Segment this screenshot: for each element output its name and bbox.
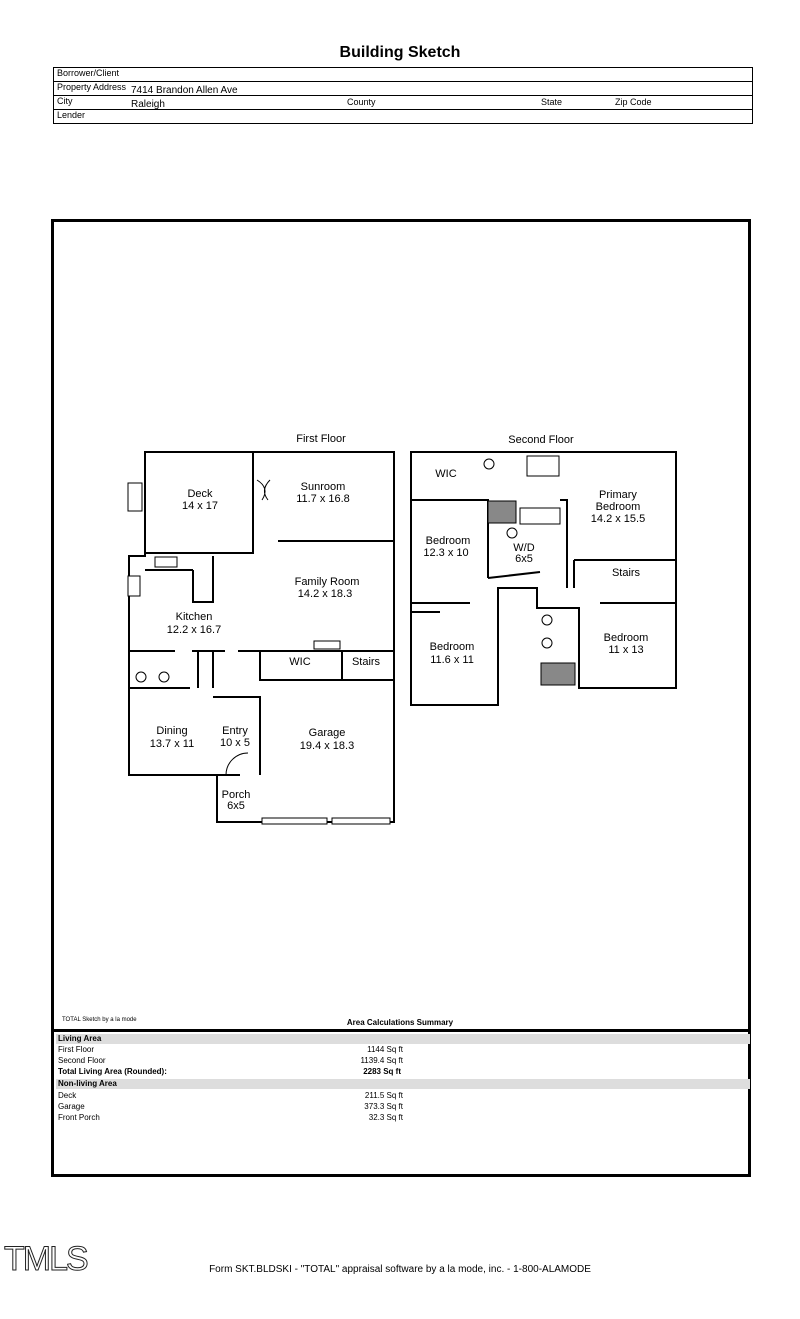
living-row-value: 1139.4 Sq ft <box>360 1056 403 1065</box>
nonliving-row-value: 211.5 Sq ft <box>364 1091 403 1100</box>
room-dims: 19.4 x 18.3 <box>300 740 354 752</box>
shower-2 <box>540 662 576 686</box>
room-name: Primary <box>599 489 637 501</box>
living-row-label: First Floor <box>58 1045 94 1054</box>
page-title: Building Sketch <box>339 44 461 61</box>
counter-wall <box>192 556 214 603</box>
city-label: City <box>57 96 73 106</box>
sketch-credit: TOTAL Sketch by a la mode <box>62 1017 137 1023</box>
city-row: City Raleigh County State Zip Code <box>53 95 753 110</box>
room-name: WIC <box>289 656 310 668</box>
washer <box>506 527 518 539</box>
appliance-1 <box>127 482 143 512</box>
wd-wall <box>487 500 568 588</box>
room-dims: 11.7 x 16.8 <box>296 493 350 505</box>
zip-label: Zip Code <box>615 97 652 107</box>
sunroom-door <box>256 479 271 501</box>
address-value: 7414 Brandon Allen Ave <box>131 85 238 96</box>
first-floor-label: First Floor <box>296 433 346 445</box>
address-label: Property Address <box>57 82 127 92</box>
sketch-frame <box>51 219 751 1177</box>
summary-divider <box>53 1029 751 1032</box>
room-name: Kitchen <box>176 611 213 623</box>
room-name: WIC <box>435 468 456 480</box>
room-name: Stairs <box>612 567 641 579</box>
nonliving-row-label: Front Porch <box>58 1113 100 1122</box>
room-name: Bedroom <box>596 501 641 513</box>
second-floor-label: Second Floor <box>508 434 574 446</box>
sink-2 <box>541 637 553 649</box>
wic-bedroom-wall <box>411 499 489 578</box>
room-name: Family Room <box>295 576 360 588</box>
form-footer: Form SKT.BLDSKI - "TOTAL" appraisal soft… <box>209 1264 591 1275</box>
room-name: Dining <box>156 725 187 737</box>
city-value: Raleigh <box>131 99 165 110</box>
room-dims: 13.7 x 11 <box>150 738 194 750</box>
living-area-header: Living Area <box>56 1034 750 1044</box>
county-label: County <box>347 97 376 107</box>
bedroom-wall <box>411 602 676 613</box>
vanity <box>519 507 561 525</box>
room-dims: 6x5 <box>515 553 533 565</box>
nonliving-area-header: Non-living Area <box>56 1079 750 1089</box>
room-name: Deck <box>187 488 213 500</box>
nonliving-row-value: 373.3 Sq ft <box>364 1102 403 1111</box>
borrower-label: Borrower/Client <box>57 68 120 78</box>
room-name: Bedroom <box>430 641 475 653</box>
kitchen-sink <box>154 556 178 568</box>
toilet-2 <box>483 458 495 470</box>
room-name: Entry <box>222 725 248 737</box>
lender-row: Lender <box>53 109 753 124</box>
room-name: Garage <box>309 727 346 739</box>
room-name: Bedroom <box>604 632 649 644</box>
shower-1 <box>487 500 517 524</box>
nonliving-row-value: 32.3 Sq ft <box>368 1113 403 1122</box>
toilet-1 <box>135 671 147 683</box>
fireplace <box>313 640 341 650</box>
room-dims: 14 x 17 <box>182 500 218 512</box>
room-name: Sunroom <box>301 481 346 493</box>
summary-title: Area Calculations Summary <box>346 1018 454 1027</box>
deck-wall <box>145 452 254 554</box>
hall-wall <box>411 559 677 604</box>
second-floor-outline <box>410 451 677 706</box>
sink-1 <box>158 671 170 683</box>
first-floor-outline <box>128 451 395 823</box>
room-dims: 14.2 x 18.3 <box>298 588 352 600</box>
total-living-label: Total Living Area (Rounded): <box>58 1067 167 1076</box>
toilet-3 <box>541 614 553 626</box>
tub <box>526 455 560 477</box>
room-dims: 6x5 <box>227 800 245 812</box>
room-name: W/D <box>513 542 534 554</box>
nonliving-row-label: Garage <box>58 1102 85 1111</box>
room-dims: 11 x 13 <box>608 644 643 656</box>
room-dims: 11.6 x 11 <box>430 654 474 666</box>
state-label: State <box>541 97 563 107</box>
living-row-label: Second Floor <box>58 1056 106 1065</box>
garage-door-1 <box>261 817 328 825</box>
wic-wall <box>259 651 394 681</box>
porch-door <box>225 752 249 776</box>
nonliving-row-label: Deck <box>58 1091 77 1100</box>
room-dims: 10 x 5 <box>220 737 250 749</box>
room-dims: 12.3 x 10 <box>423 547 468 559</box>
room-dims: 12.2 x 16.7 <box>167 624 221 636</box>
appliance-2 <box>127 575 141 597</box>
living-row-value: 1144 Sq ft <box>367 1045 403 1054</box>
tmls-logo: TMLS <box>4 1240 90 1279</box>
lender-label: Lender <box>57 110 86 120</box>
garage-door-2 <box>331 817 391 825</box>
dining-wall <box>129 651 261 775</box>
room-name: Stairs <box>352 656 381 668</box>
room-dims: 14.2 x 15.5 <box>591 513 645 525</box>
header-table: Borrower/Client Property Address 7414 Bra… <box>53 67 753 124</box>
room-name: Porch <box>222 789 251 801</box>
room-name: Bedroom <box>426 535 471 547</box>
total-living-value: 2283 Sq ft <box>363 1067 401 1076</box>
